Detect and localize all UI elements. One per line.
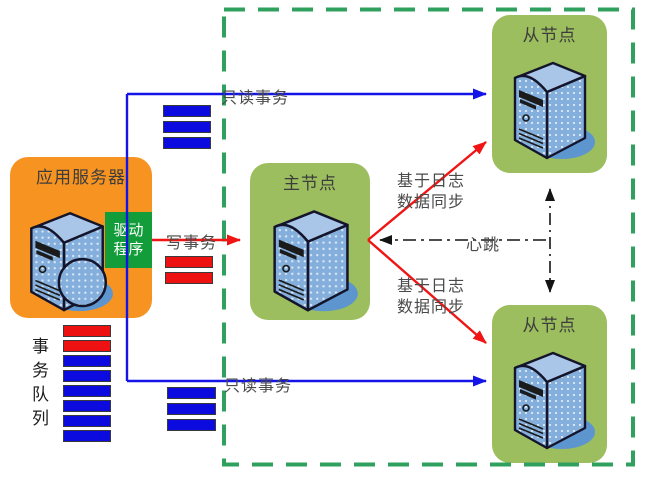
write-queue <box>165 256 213 284</box>
write-label: 写事务 <box>166 235 218 252</box>
app-server-title: 应用服务器 <box>36 168 126 187</box>
transaction-queue-label: 事务队列 <box>29 337 48 433</box>
queue-bar-blue <box>63 355 111 367</box>
server-icon <box>30 211 115 313</box>
read-only-label-top: 只读事务 <box>221 90 290 107</box>
queue-bar-blue <box>63 415 111 427</box>
read-queue-bottom <box>167 387 216 431</box>
log-sync-label-top: 基于日志 数据同步 <box>397 173 466 211</box>
master-node-title: 主节点 <box>283 174 337 193</box>
server-icon <box>513 61 597 161</box>
queue-bar-blue <box>63 385 111 397</box>
queue-bar-blue <box>167 387 216 399</box>
driver-label: 驱动 程序 <box>113 222 144 258</box>
queue-bar-red <box>165 256 213 268</box>
queue-bar-blue <box>167 419 216 431</box>
queue-bar-red <box>165 272 213 284</box>
transaction-queue-stack <box>63 325 111 442</box>
queue-bar-blue <box>63 370 111 382</box>
queue-bar-blue <box>163 121 211 133</box>
server-icon <box>513 351 597 451</box>
slave-node-top-title: 从节点 <box>522 26 577 45</box>
read-queue-top <box>163 105 211 149</box>
queue-bar-blue <box>167 403 216 415</box>
queue-bar-blue <box>163 137 211 149</box>
queue-bar-red <box>63 340 111 352</box>
slave-node-bottom-title: 从节点 <box>522 316 577 335</box>
read-only-label-bottom: 只读事务 <box>224 378 293 395</box>
queue-bar-blue <box>63 430 111 442</box>
queue-bar-blue <box>63 400 111 412</box>
driver-node: 驱动 程序 <box>105 212 152 268</box>
heartbeat-label: 心跳 <box>466 237 501 254</box>
server-icon <box>273 210 360 313</box>
queue-bar-blue <box>163 105 211 117</box>
log-sync-label-bottom: 基于日志 数据同步 <box>397 278 466 316</box>
queue-bar-red <box>63 325 111 337</box>
